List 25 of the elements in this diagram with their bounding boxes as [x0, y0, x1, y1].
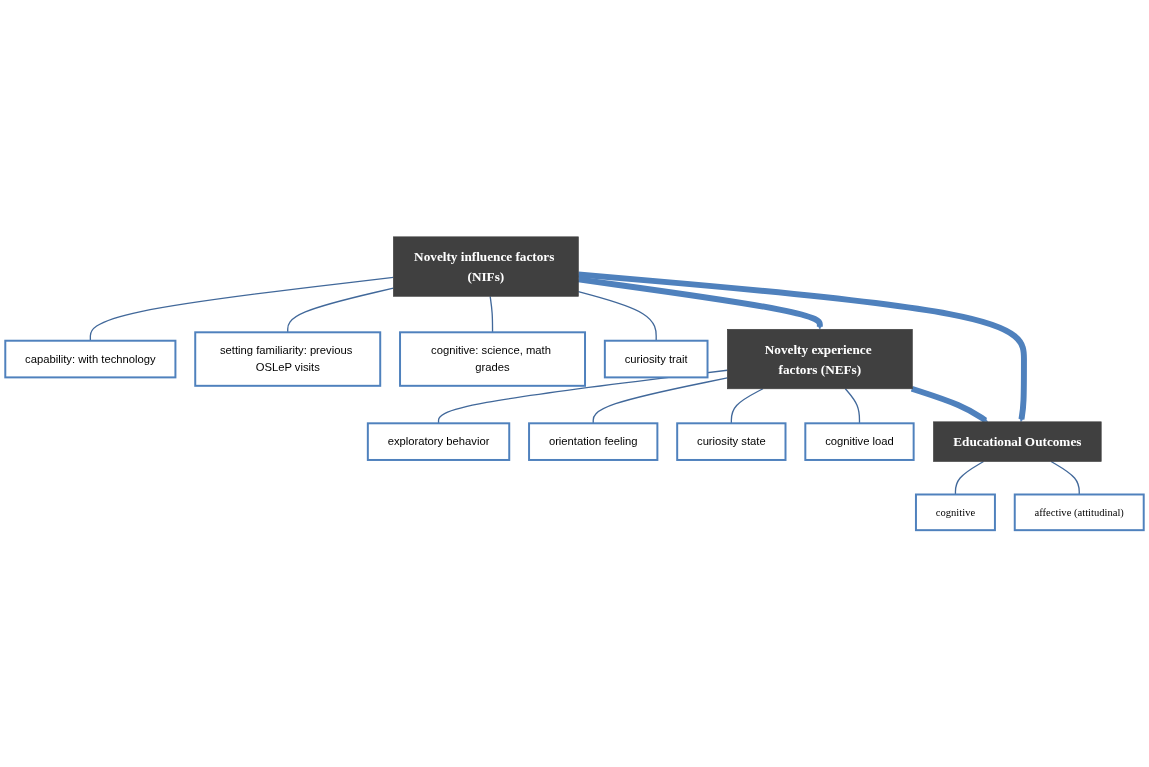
- connector: [592, 377, 728, 424]
- connector: [844, 388, 861, 424]
- node-box: setting familiarity: previous OSLeP visits: [194, 331, 382, 387]
- node-box: capability: with technology: [4, 339, 177, 379]
- node-box: Novelty experience factors (NEFs): [727, 329, 913, 390]
- connector: [577, 291, 657, 342]
- connector: [1050, 460, 1080, 496]
- connector: [954, 460, 985, 496]
- node-box: orientation feeling: [528, 422, 659, 461]
- arrow: [910, 385, 988, 423]
- connector: [89, 276, 395, 342]
- node-box: affective (attitudinal): [1013, 493, 1145, 532]
- node-box: exploratory behavior: [366, 422, 511, 461]
- connector: [730, 388, 764, 424]
- node-box: cognitive: science, math grades: [399, 331, 586, 387]
- node-box: curiosity trait: [603, 339, 709, 379]
- arrow: [578, 271, 1027, 423]
- connector: [489, 295, 494, 333]
- connector: [287, 287, 395, 333]
- node-box: Novelty influence factors (NIFs): [393, 236, 579, 297]
- node-box: curiosity state: [676, 422, 787, 461]
- node-box: Educational Outcomes: [933, 421, 1102, 462]
- node-box: cognitive: [914, 493, 996, 532]
- node-box: cognitive load: [804, 422, 915, 461]
- arrow: [577, 276, 823, 330]
